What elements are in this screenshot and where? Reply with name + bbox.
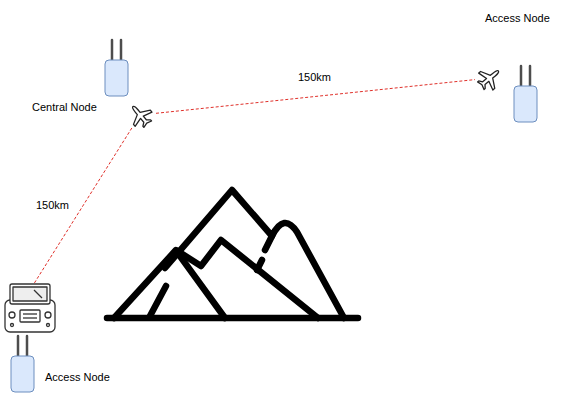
node-label: Access Node (45, 371, 110, 384)
radio-icon (11, 336, 34, 392)
network-node: Access Node (475, 8, 565, 95)
radio-icon (514, 66, 537, 122)
distance-label: 150km (296, 71, 333, 84)
network-node: Access Node (4, 284, 114, 392)
radio-link (156, 80, 475, 114)
distance-label: 150km (34, 199, 71, 212)
controller-icon (5, 284, 55, 332)
plane-icon (125, 100, 157, 132)
mountain-illustration (107, 190, 358, 318)
node-label: Access Node (485, 12, 550, 25)
plane-icon (474, 63, 506, 95)
radio-icon (105, 40, 128, 96)
node-label: Central Node (32, 101, 97, 114)
network-node: Central Node (28, 98, 156, 128)
radio-link (34, 128, 132, 284)
